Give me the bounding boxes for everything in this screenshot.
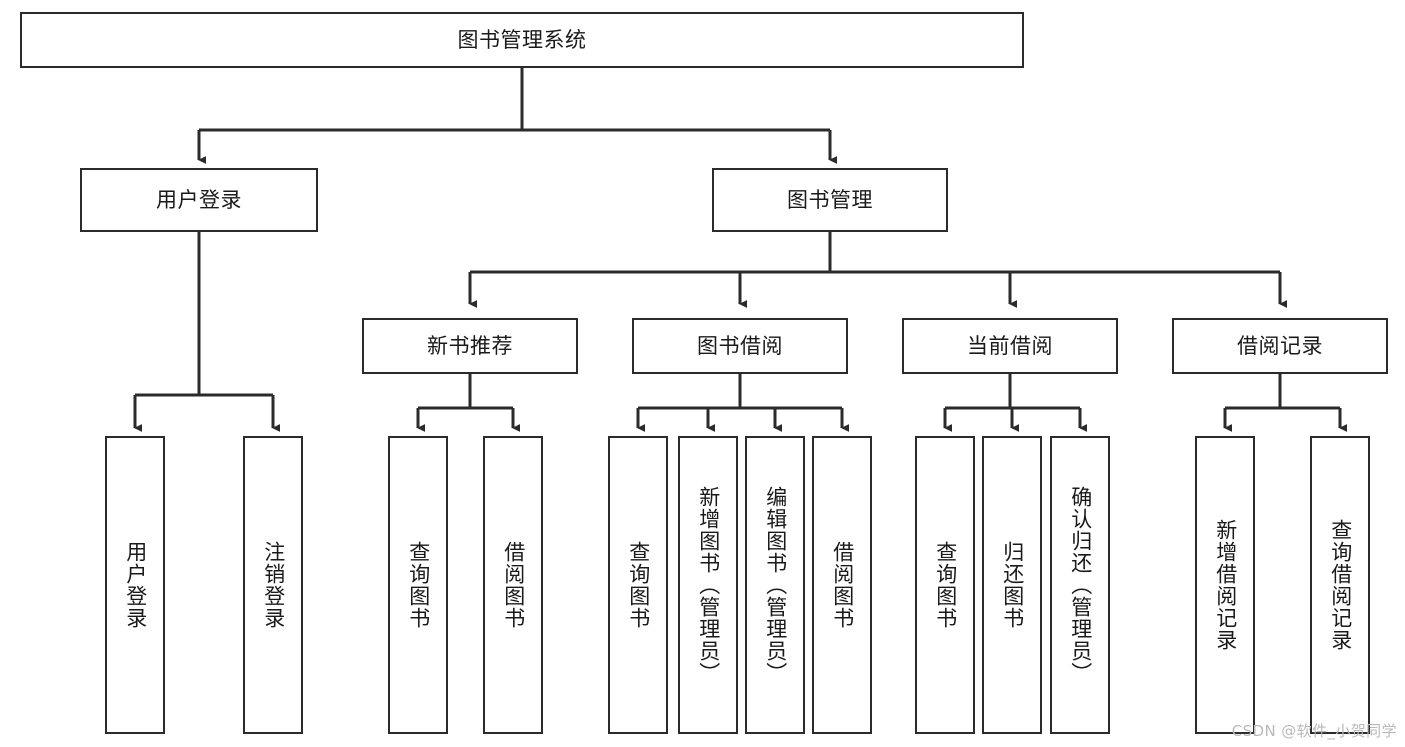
node-leaf-logout[interactable]: 注销登录 <box>243 436 303 734</box>
node-leaf-query-borrow-record[interactable]: 查询借阅记录 <box>1310 436 1370 734</box>
node-label: 注销登录 <box>261 541 286 629</box>
node-label: 借阅图书 <box>830 541 855 629</box>
node-label: 新增图书（管理员） <box>696 486 721 684</box>
node-label: 用户登录 <box>156 187 242 212</box>
node-label: 借阅图书 <box>501 541 526 629</box>
node-leaf-add-borrow-record[interactable]: 新增借阅记录 <box>1195 436 1255 734</box>
node-label: 查询图书 <box>406 541 431 629</box>
node-leaf-return-book[interactable]: 归还图书 <box>982 436 1042 734</box>
node-current-borrow[interactable]: 当前借阅 <box>902 318 1118 374</box>
node-leaf-borrow-book-recommend[interactable]: 借阅图书 <box>483 436 543 734</box>
node-label: 新书推荐 <box>427 333 513 358</box>
node-borrow-record[interactable]: 借阅记录 <box>1172 318 1388 374</box>
node-leaf-query-book-current[interactable]: 查询图书 <box>915 436 975 734</box>
node-label: 查询借阅记录 <box>1328 519 1353 651</box>
node-label: 查询图书 <box>626 541 651 629</box>
node-new-book-recommend[interactable]: 新书推荐 <box>362 318 578 374</box>
node-label: 编辑图书（管理员） <box>763 486 788 684</box>
node-root-system[interactable]: 图书管理系统 <box>20 12 1024 68</box>
node-leaf-add-book-admin[interactable]: 新增图书（管理员） <box>678 436 738 734</box>
node-label: 新增借阅记录 <box>1213 519 1238 651</box>
watermark-text: CSDN @软件_小贺同学 <box>1231 722 1397 740</box>
node-leaf-query-book-borrow[interactable]: 查询图书 <box>608 436 668 734</box>
node-label: 图书管理 <box>787 187 873 212</box>
node-label: 图书管理系统 <box>457 27 587 52</box>
node-label: 图书借阅 <box>697 333 783 358</box>
node-leaf-edit-book-admin[interactable]: 编辑图书（管理员） <box>745 436 805 734</box>
node-leaf-borrow-book[interactable]: 借阅图书 <box>812 436 872 734</box>
node-book-borrow[interactable]: 图书借阅 <box>632 318 848 374</box>
node-label: 确认归还（管理员） <box>1068 486 1093 684</box>
node-label: 查询图书 <box>933 541 958 629</box>
node-user-login[interactable]: 用户登录 <box>80 168 318 232</box>
node-label: 当前借阅 <box>967 333 1053 358</box>
node-leaf-query-book-recommend[interactable]: 查询图书 <box>388 436 448 734</box>
node-label: 用户登录 <box>123 541 148 629</box>
node-label: 归还图书 <box>1000 541 1025 629</box>
node-label: 借阅记录 <box>1237 333 1323 358</box>
node-leaf-confirm-return-admin[interactable]: 确认归还（管理员） <box>1050 436 1110 734</box>
node-book-management[interactable]: 图书管理 <box>712 168 948 232</box>
node-leaf-user-login[interactable]: 用户登录 <box>105 436 165 734</box>
